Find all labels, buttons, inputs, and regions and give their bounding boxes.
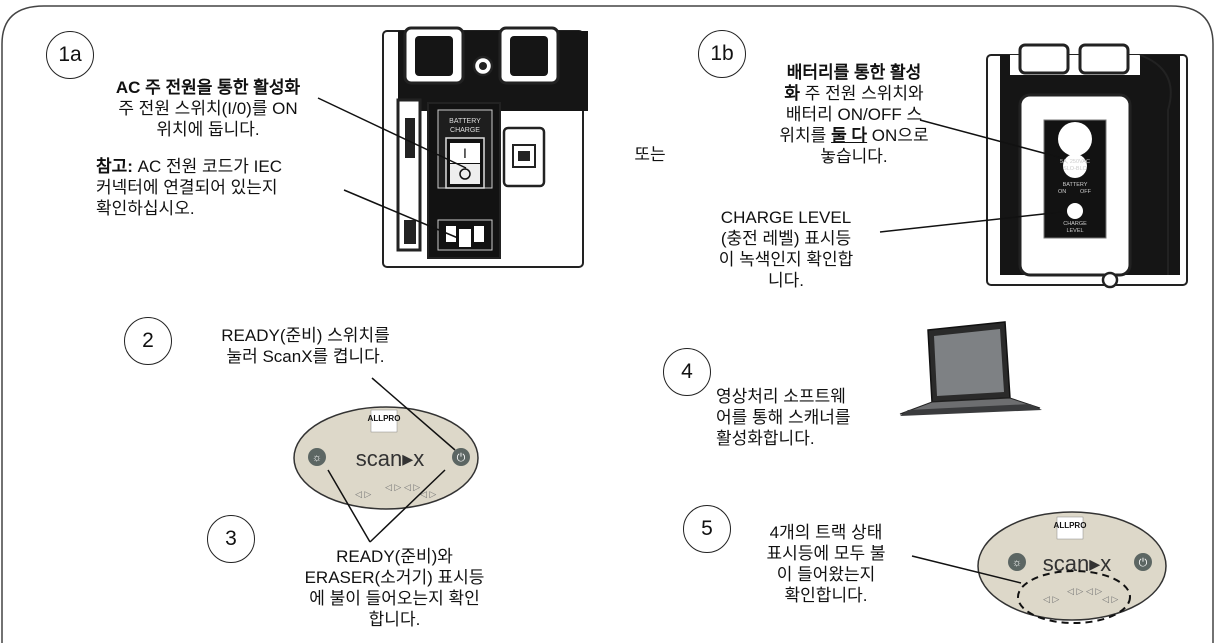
step-1a-line-1: 주 전원 스위치(I/0)를 ON <box>118 99 298 118</box>
step-1a-title: AC 주 전원을 통한 활성화 <box>115 78 301 97</box>
product-logo: scan▸x <box>356 446 425 471</box>
step-4-line-1: 영상처리 소프트웨 <box>716 387 846 406</box>
step-5-line-2: 표시등에 모두 불 <box>766 544 886 563</box>
svg-text:◁ ▷ ◁ ▷: ◁ ▷ ◁ ▷ <box>1067 586 1102 596</box>
battery-on-label: ON <box>1058 189 1066 195</box>
laptop-image <box>899 321 1042 416</box>
step-1a-line-2: 위치에 둡니다. <box>156 120 260 139</box>
product-logo-2: scan▸x <box>1043 551 1112 576</box>
or-label: 또는 <box>634 145 666 164</box>
note-label: 참고: <box>96 157 133 176</box>
step-4-badge: 4 <box>663 348 711 396</box>
step-1b-line-5: 놓습니다. <box>820 147 888 166</box>
svg-text:⏻: ⏻ <box>457 452 466 464</box>
svg-text:☼: ☼ <box>1012 557 1022 569</box>
callout-lines <box>317 97 1063 584</box>
step-1b-line-3: 배터리 ON/OFF 스 <box>785 105 923 124</box>
step-3-instructions: READY(준비)와 ERASER(소거기) 표시등 에 불이 들어오는지 확인… <box>282 546 507 630</box>
svg-text:◁ ▷: ◁ ▷ <box>1043 594 1059 604</box>
charge-line-1: CHARGE LEVEL <box>720 208 852 227</box>
step-5-line-1: 4개의 트랙 상태 <box>769 523 883 542</box>
charge-line-4: 니다. <box>767 271 804 290</box>
svg-text:◁ ▷: ◁ ▷ <box>420 489 436 499</box>
outer-frame <box>1 5 1214 643</box>
step-3-line-2: ERASER(소거기) 표시등 <box>304 568 485 587</box>
note-line-2: 커넥터에 연결되어 있는지 <box>96 178 278 197</box>
brand-logo: ALLPRO <box>368 414 401 423</box>
control-panel-tracks: ALLPRO ☼ ⏻ scan▸x ◁ ▷ ◁ ▷ ◁ ▷ ◁ ▷ <box>977 511 1167 624</box>
step-1b-both: 둘 다 <box>831 126 868 145</box>
step-5-instructions: 4개의 트랙 상태 표시등에 모두 불 이 들어왔는지 확인합니다. <box>736 522 916 606</box>
svg-text:⏻: ⏻ <box>1139 557 1148 569</box>
step-5-line-3: 이 들어왔는지 <box>776 565 876 584</box>
step-4-line-3: 활성화합니다. <box>716 429 815 448</box>
charge-level-label-2: LEVEL <box>1066 228 1083 234</box>
note-line-3: 확인하십시오. <box>96 199 195 218</box>
switch-on-mark: I <box>463 145 467 161</box>
step-1b-line-2: 주 전원 스위치와 <box>799 84 924 103</box>
step-1b-instructions: 배터리를 통한 활성 화 주 전원 스위치와 배터리 ON/OFF 스 위치를 … <box>746 62 962 167</box>
step-2-line-1: READY(준비) 스위치를 <box>221 326 390 345</box>
fuse-label-2: SLO-BLO <box>1063 166 1088 172</box>
brand-logo-2: ALLPRO <box>1054 521 1087 530</box>
step-1b-badge: 1b <box>698 30 746 78</box>
svg-text:◁ ▷: ◁ ▷ <box>355 489 371 499</box>
device-battery: 5A, 250VAC SLO-BLO BATTERY ON OFF CHARGE… <box>986 43 1188 289</box>
step-1b-line-4-pre: 위치를 <box>779 126 832 145</box>
control-panel-ready: ALLPRO ☼ ⏻ scan▸x ◁ ▷ ◁ ▷ ◁ ▷ ◁ ▷ <box>293 406 479 510</box>
step-5-badge: 5 <box>683 505 731 553</box>
charge-line-2: (충전 레벨) 표시등 <box>720 229 852 248</box>
battery-charge-label-1: BATTERY <box>449 118 481 125</box>
svg-text:◁ ▷ ◁ ▷: ◁ ▷ ◁ ▷ <box>385 482 420 492</box>
step-2-line-2: 눌러 ScanX를 켭니다. <box>226 347 385 366</box>
step-4-instructions: 영상처리 소프트웨 어를 통해 스캐너를 활성화합니다. <box>716 386 906 449</box>
device-ac-power: BATTERY CHARGE I <box>382 26 588 268</box>
charge-level-instructions: CHARGE LEVEL (충전 레벨) 표시등 이 녹색인지 확인합 니다. <box>706 207 866 291</box>
step-4-line-2: 어를 통해 스캐너를 <box>716 408 851 427</box>
step-1b-title-2: 화 <box>784 84 800 103</box>
battery-off-label: OFF <box>1080 189 1092 195</box>
step-5-line-4: 확인합니다. <box>784 586 868 605</box>
svg-text:◁ ▷: ◁ ▷ <box>1102 594 1118 604</box>
battery-switch-label: BATTERY <box>1063 182 1088 188</box>
charge-level-label-1: CHARGE <box>1063 221 1087 227</box>
charge-line-3: 이 녹색인지 확인합 <box>718 250 854 269</box>
step-1b-line-4-post: ON으로 <box>867 126 929 145</box>
step-3-line-3: 에 불이 들어오는지 확인 <box>309 589 480 608</box>
battery-charge-label-2: CHARGE <box>450 127 480 134</box>
ready-button-icon <box>452 448 470 466</box>
step-1a-badge: 1a <box>46 31 94 79</box>
step-1a-note: 참고: AC 전원 코드가 IEC 커넥터에 연결되어 있는지 확인하십시오. <box>96 156 356 219</box>
track-lights-highlight <box>1017 570 1131 624</box>
step-2-badge: 2 <box>124 317 172 365</box>
svg-text:☼: ☼ <box>312 452 322 464</box>
step-3-line-1: READY(준비)와 <box>336 547 453 566</box>
fuse-label-1: 5A, 250VAC <box>1060 159 1090 165</box>
step-2-instructions: READY(준비) 스위치를 눌러 ScanX를 켭니다. <box>193 325 418 367</box>
step-1b-title-1: 배터리를 통한 활성 <box>786 63 922 82</box>
note-line-1: AC 전원 코드가 IEC <box>132 157 283 176</box>
eraser-button-icon <box>308 448 326 466</box>
step-1a-instructions: AC 주 전원을 통한 활성화 주 전원 스위치(I/0)를 ON 위치에 둡니… <box>58 77 358 140</box>
step-3-line-4: 합니다. <box>368 610 421 629</box>
step-3-badge: 3 <box>207 515 255 563</box>
